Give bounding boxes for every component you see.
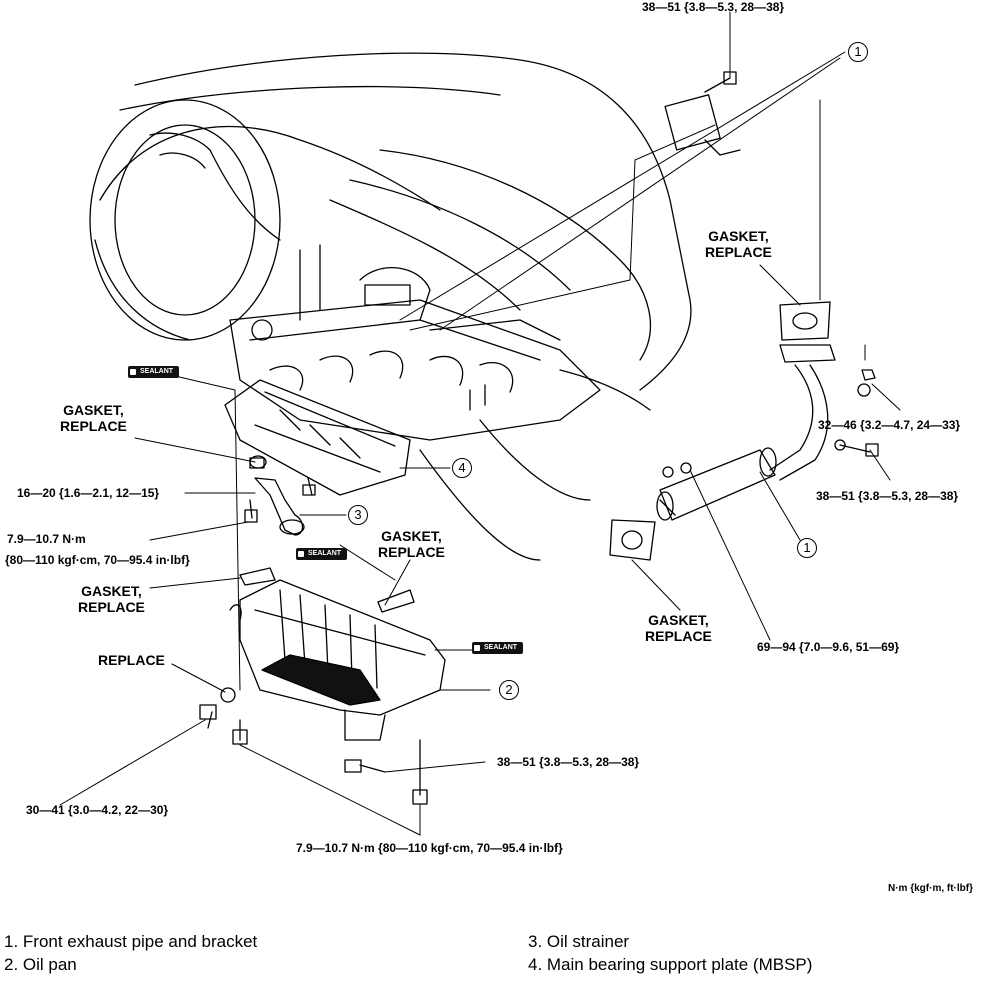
torque-strainer-bolt-line2: {80—110 kgf·cm, 70—95.4 in·lbf} [5, 553, 190, 567]
gaskets [239, 301, 831, 613]
engine-block [229, 244, 601, 441]
callout-2: 2 [499, 680, 519, 700]
callout-4: 4 [452, 458, 472, 478]
gasket-replace-pan-right: GASKET, REPLACE [378, 528, 445, 560]
gasket-replace-mbsp: GASKET, REPLACE [60, 402, 127, 434]
torque-pipe-nut: 69—94 {7.0—9.6, 51—69} [757, 640, 900, 654]
torque-drain-plug: 30—41 {3.0—4.2, 22—30} [26, 803, 169, 817]
legend-item-1: 1. Front exhaust pipe and bracket [4, 932, 258, 951]
callout-3: 3 [348, 505, 368, 525]
replace-washer-label: REPLACE [98, 652, 165, 668]
front-tire [89, 99, 281, 341]
oil-strainer [249, 457, 305, 536]
torque-top-bracket-bolt: 38—51 {3.8—5.3, 28—38} [642, 0, 785, 14]
sealant-tag-mbsp: SEALANT [128, 366, 180, 378]
torque-pan-bolts: 7.9—10.7 N·m {80—110 kgf·cm, 70—95.4 in·… [296, 841, 563, 855]
leader-lines [59, 11, 901, 836]
gasket-replace-exhaust-lower: GASKET, REPLACE [645, 612, 712, 644]
torque-pan-side-bolt: 38—51 {3.8—5.3, 28—38} [497, 755, 640, 769]
torque-mbsp-bolt: 16—20 {1.6—2.1, 12—15} [17, 486, 160, 500]
gasket-replace-pan-left: GASKET, REPLACE [78, 583, 145, 615]
callout-1-top: 1 [848, 42, 868, 62]
sealant-tag-pan-upper: SEALANT [296, 548, 348, 560]
gasket-replace-exhaust-upper: GASKET, REPLACE [705, 228, 772, 260]
units-note: N·m {kgf·m, ft·lbf} [888, 883, 973, 894]
fasteners [199, 71, 879, 805]
oil-pan [229, 579, 446, 741]
torque-strainer-bolt-line1: 7.9—10.7 N·m [7, 532, 86, 546]
torque-flange-bolt: 38—51 {3.8—5.3, 28—38} [816, 489, 959, 503]
legend-item-4: 4. Main bearing support plate (MBSP) [528, 955, 813, 974]
legend-item-3: 3. Oil strainer [528, 932, 630, 951]
legend-item-2: 2. Oil pan [4, 955, 77, 974]
torque-flange-nut: 32—46 {3.2—4.7, 24—33} [818, 418, 961, 432]
vehicle-body-outline [94, 52, 692, 561]
main-bearing-support-plate [224, 379, 411, 496]
sealant-tag-pan-lower: SEALANT [472, 642, 524, 654]
front-exhaust-pipe [656, 94, 836, 521]
callout-1-pipe: 1 [797, 538, 817, 558]
